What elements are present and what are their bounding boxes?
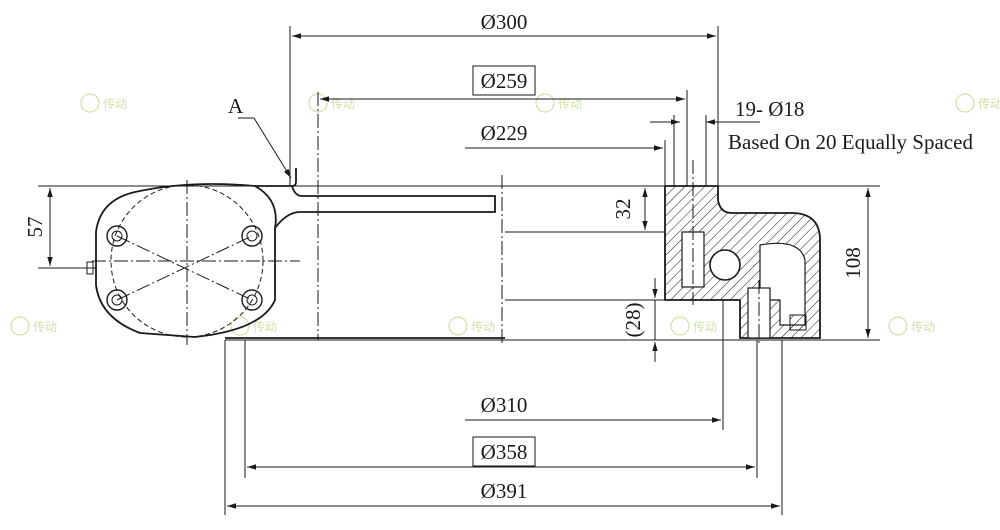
dimension-d358: Ø358 [247, 340, 758, 478]
bearing-cross-section [664, 160, 821, 345]
svg-text:传动: 传动 [911, 319, 935, 334]
hole-basis-label: Based On 20 Equally Spaced [728, 130, 973, 154]
grease-fitting [76, 261, 96, 275]
bolt-hole-top-right [241, 225, 263, 247]
dimension-label-d259: Ø259 [481, 69, 528, 93]
watermark-logo: 传动 [670, 316, 717, 336]
watermark-logo: 传动 [308, 93, 355, 113]
housing-lever [274, 185, 496, 229]
dimension-d310: Ø310 [244, 300, 724, 478]
watermark-logo: 传动 [535, 93, 582, 113]
hole-spec-callout: 19- Ø18 Based On 20 Equally Spaced [650, 97, 973, 186]
dimension-label-d300: Ø300 [481, 10, 528, 34]
watermark-logo: 传动 [955, 93, 1000, 113]
dimension-label-d358: Ø358 [481, 440, 528, 464]
view-label-a: A [228, 94, 292, 179]
dimension-d300: Ø300 [289, 10, 719, 186]
dimension-label-h32: 32 [611, 199, 635, 220]
dimension-h57: 57 [23, 188, 53, 266]
ball-element [709, 249, 741, 281]
dimension-d391: Ø391 [224, 340, 783, 515]
dimension-label-h108: 108 [841, 247, 865, 279]
dimension-h32: 32 [611, 188, 648, 230]
dimension-h28: (28) [621, 278, 658, 362]
dimension-h108: 108 [841, 188, 871, 338]
dimension-d259: Ø259 [320, 65, 688, 186]
hole-spec-label: 19- Ø18 [735, 97, 804, 121]
svg-text:传动: 传动 [558, 96, 582, 111]
bearing-ring-body [225, 92, 665, 345]
svg-text:传动: 传动 [471, 319, 495, 334]
gear-diagonal-centerline [116, 235, 253, 301]
dimension-d229: Ø229 [465, 121, 666, 186]
watermark-logo: 传动 [448, 316, 495, 336]
dimension-label-h28: (28) [621, 303, 645, 338]
watermark-logo: 传动 [230, 316, 277, 336]
seal-section [789, 314, 807, 331]
raceway-cavity [759, 242, 806, 326]
worm-housing [76, 168, 496, 345]
watermark-logo: 传动 [80, 93, 127, 113]
dimension-label-d310: Ø310 [481, 393, 528, 417]
dimension-label-d229: Ø229 [481, 121, 528, 145]
svg-text:传动: 传动 [331, 96, 355, 111]
svg-text:传动: 传动 [693, 319, 717, 334]
dimension-label-d391: Ø391 [481, 479, 528, 503]
dimension-box-d259 [472, 65, 536, 96]
view-label: A [228, 94, 244, 118]
bolt-hole-top-left [106, 225, 128, 247]
dimension-label-h57: 57 [23, 217, 47, 238]
watermark-logo: 传动 [888, 316, 935, 336]
svg-text:传动: 传动 [978, 96, 1000, 111]
bolt-hole-bottom-right [241, 289, 263, 311]
svg-text:传动: 传动 [33, 319, 57, 334]
dimension-box-d358 [472, 436, 536, 467]
watermark-logo: 传动 [10, 316, 57, 336]
svg-text:传动: 传动 [103, 96, 127, 111]
gearbox-body-outline [95, 183, 277, 338]
bolt-hole-bottom-left [106, 289, 128, 311]
svg-text:传动: 传动 [253, 319, 277, 334]
